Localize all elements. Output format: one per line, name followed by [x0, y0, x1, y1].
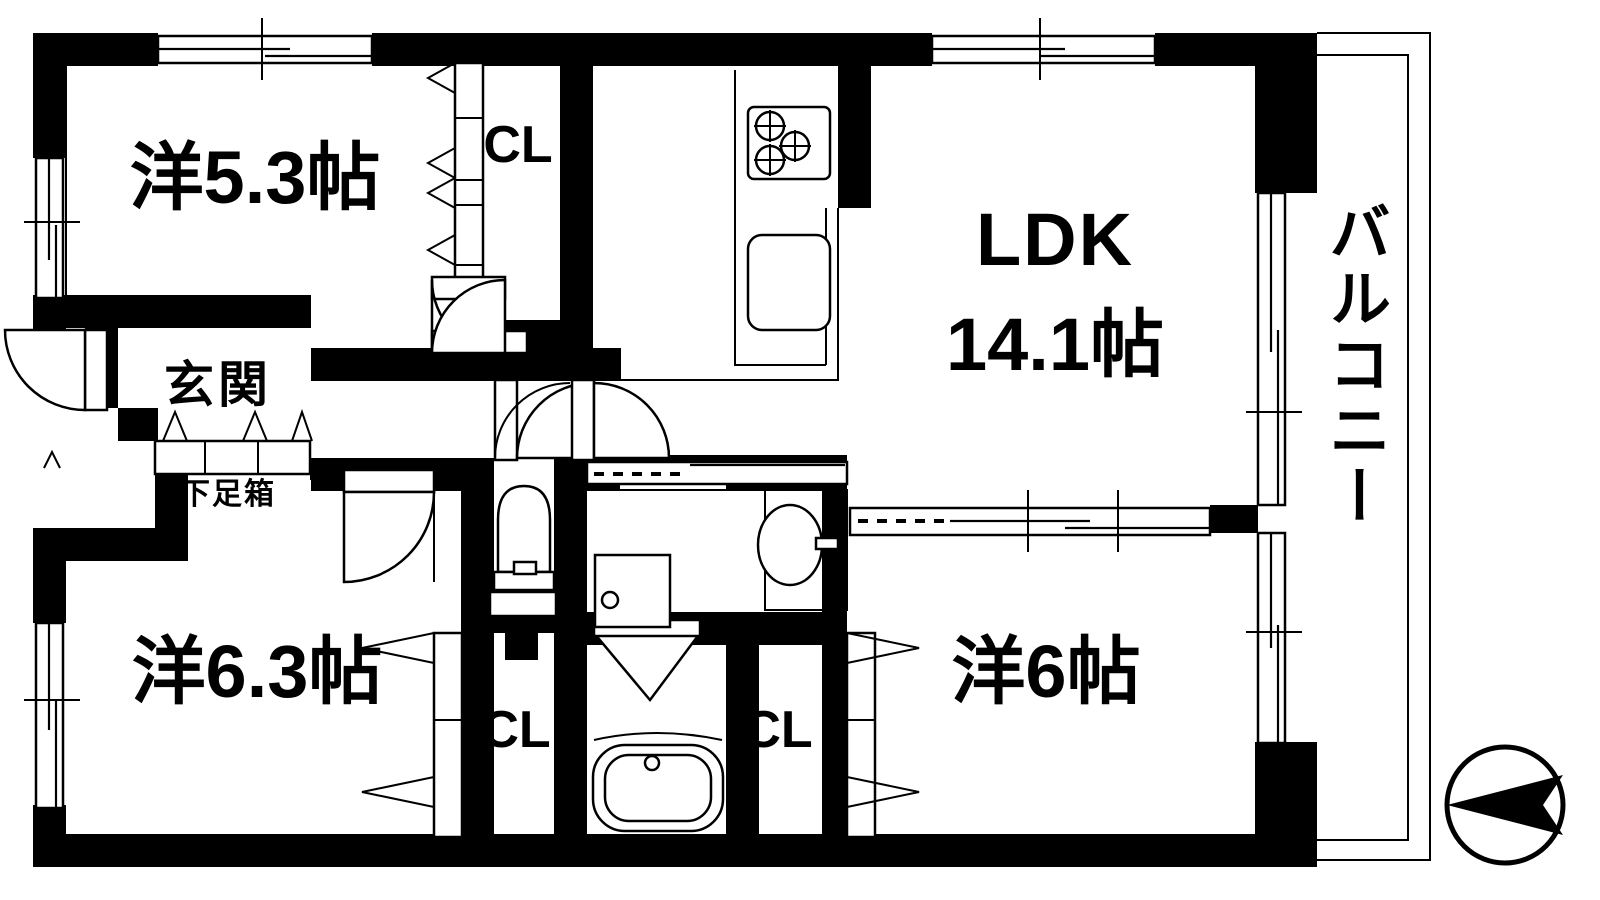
room-outlines: [65, 32, 1431, 861]
closet-label-north: CL: [483, 116, 553, 174]
washroom: [587, 489, 848, 629]
room-label-genkan: 玄関: [164, 357, 272, 413]
doors: [3, 275, 703, 703]
window-bedroom-north: [156, 18, 374, 80]
door-washroom: [591, 618, 703, 703]
area-label-balcony: バルコニー: [1319, 200, 1388, 530]
room-label-ldk-area: 14.1帖: [945, 303, 1165, 386]
window-bedroom-southwest: [24, 621, 80, 810]
closet-southeast-doors: [845, 631, 920, 839]
room-label-ldk: LDK: [975, 198, 1135, 281]
balcony-door-bedroom-southeast: [1246, 531, 1302, 745]
sink-icon: [746, 233, 832, 332]
bathroom: [591, 732, 725, 833]
door-hall-right: [570, 378, 671, 462]
stove-icon: [746, 105, 832, 181]
closet-label-southeast: CL: [743, 701, 813, 759]
door-bedroom-north: [430, 275, 529, 355]
window-bedroom-northwest: [24, 156, 80, 300]
closet-southwest-doors: [361, 631, 464, 839]
room-label-yo-6: 洋6帖: [951, 630, 1141, 713]
north-arrow-icon: [1444, 744, 1566, 866]
kitchen: [591, 70, 839, 381]
shoe-cabinet-icon: [153, 408, 313, 476]
toilet: [488, 484, 558, 618]
hall-detail: [43, 449, 312, 480]
entrance-door: [3, 328, 109, 412]
balcony-door-ldk: [1246, 191, 1302, 507]
room-label-yo-6-3: 洋6.3帖: [131, 630, 383, 713]
washroom-opening: [585, 460, 849, 486]
bathtub-icon: [591, 743, 725, 833]
washing-machine-icon: [593, 553, 672, 629]
room-label-yo-5-3: 洋5.3帖: [129, 136, 381, 219]
closet-label-southwest: CL: [481, 701, 551, 759]
door-bedroom-southwest: [342, 468, 436, 584]
fixture-label-shoe-cabinet: 下足箱: [180, 478, 276, 511]
window-ldk-north: [930, 18, 1157, 80]
windows: [24, 18, 1302, 810]
sliding-door-ldk-bedroom: [848, 490, 1212, 552]
door-overlays: [494, 382, 670, 459]
